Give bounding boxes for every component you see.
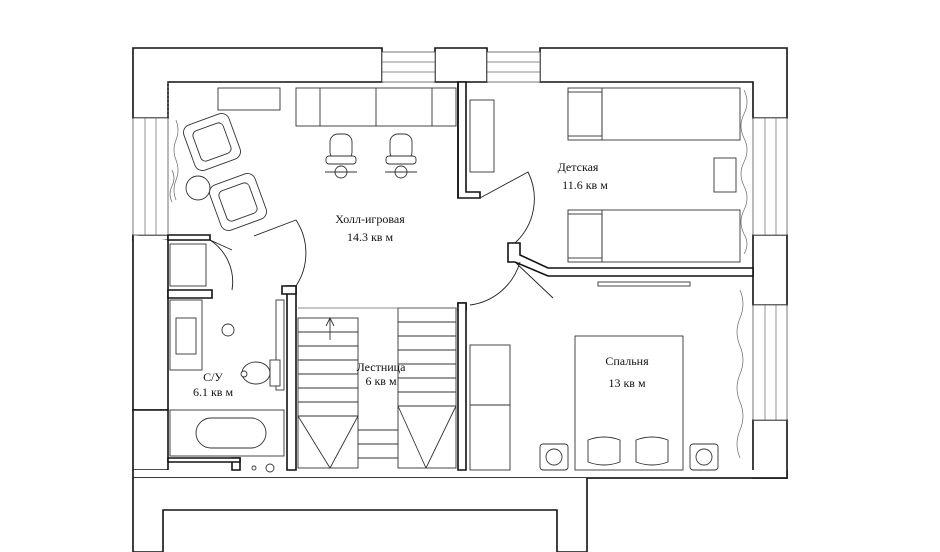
bathtub-icon [169,409,285,457]
room-label-bedroom: Спальня 13 кв м [605,354,648,390]
bed-icon [567,87,741,141]
kids-furniture [469,87,748,287]
chair-icon [325,133,357,179]
room-name: Холл-игровая [335,212,405,226]
windows [132,51,788,421]
toilet-icon [241,359,281,387]
room-label-stairs: Лестница 6 кв м [357,360,406,388]
room-area: 11.6 кв м [562,178,608,192]
bathroom-fixtures [169,243,285,473]
room-label-bath: С/У 6.1 кв м [193,370,233,399]
interior-walls [167,81,754,471]
bed-icon [567,209,741,263]
room-label-hall: Холл-игровая 14.3 кв м [335,212,404,244]
double-bed-icon [574,335,684,471]
exterior-walls [132,47,788,479]
balcony [132,478,588,552]
room-area: 14.3 кв м [346,230,394,244]
armchair-icon [209,173,267,231]
hall-furniture [167,82,457,235]
room-name: Детская [557,160,599,174]
room-area: 13 кв м [608,376,646,390]
bedroom-furniture [469,289,744,471]
room-name: С/У [203,370,223,384]
armchair-icon [183,113,241,171]
chair-icon [385,133,417,179]
doors [209,171,554,306]
staircase [297,307,458,469]
room-area: 6.1 кв м [192,385,234,399]
room-area: 6 кв м [365,374,397,388]
room-name: Спальня [605,354,649,368]
room-label-kids: Детская 11.6 кв м [548,160,608,192]
room-name: Лестница [356,360,406,374]
